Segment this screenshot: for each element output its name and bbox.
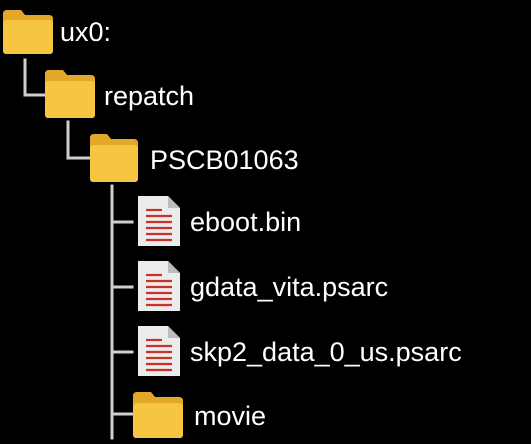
tree-node-ux0[interactable]: ux0: <box>0 8 140 56</box>
folder-icon <box>45 70 95 118</box>
tree-node-label: gdata_vita.psarc <box>190 272 389 302</box>
tree-node-label: repatch <box>104 81 195 111</box>
folder-icon <box>3 10 53 54</box>
tree-node-label: eboot.bin <box>190 207 302 237</box>
tree-node-skp2-data-0-us-psarc[interactable]: skp2_data_0_us.psarc <box>133 326 529 376</box>
file-icon <box>138 196 180 246</box>
tree-node-gdata-vita-psarc[interactable]: gdata_vita.psarc <box>133 261 463 311</box>
tree-node-eboot-bin[interactable]: eboot.bin <box>133 196 393 246</box>
file-icon <box>138 261 180 311</box>
folder-icon <box>90 134 138 182</box>
tree-node-movie[interactable]: movie <box>133 392 333 440</box>
connector-repatch-title <box>66 120 92 160</box>
tree-node-pscb01063[interactable]: PSCB01063 <box>90 134 350 182</box>
tree-node-label: skp2_data_0_us.psarc <box>190 337 462 367</box>
tree-node-label: PSCB01063 <box>150 145 299 175</box>
folder-icon <box>133 392 183 438</box>
tree-node-label: ux0: <box>60 17 112 47</box>
tree-node-label: movie <box>194 401 267 431</box>
tree-node-repatch[interactable]: repatch <box>45 70 245 118</box>
file-icon <box>138 326 180 376</box>
connector-root-repatch <box>23 58 47 97</box>
